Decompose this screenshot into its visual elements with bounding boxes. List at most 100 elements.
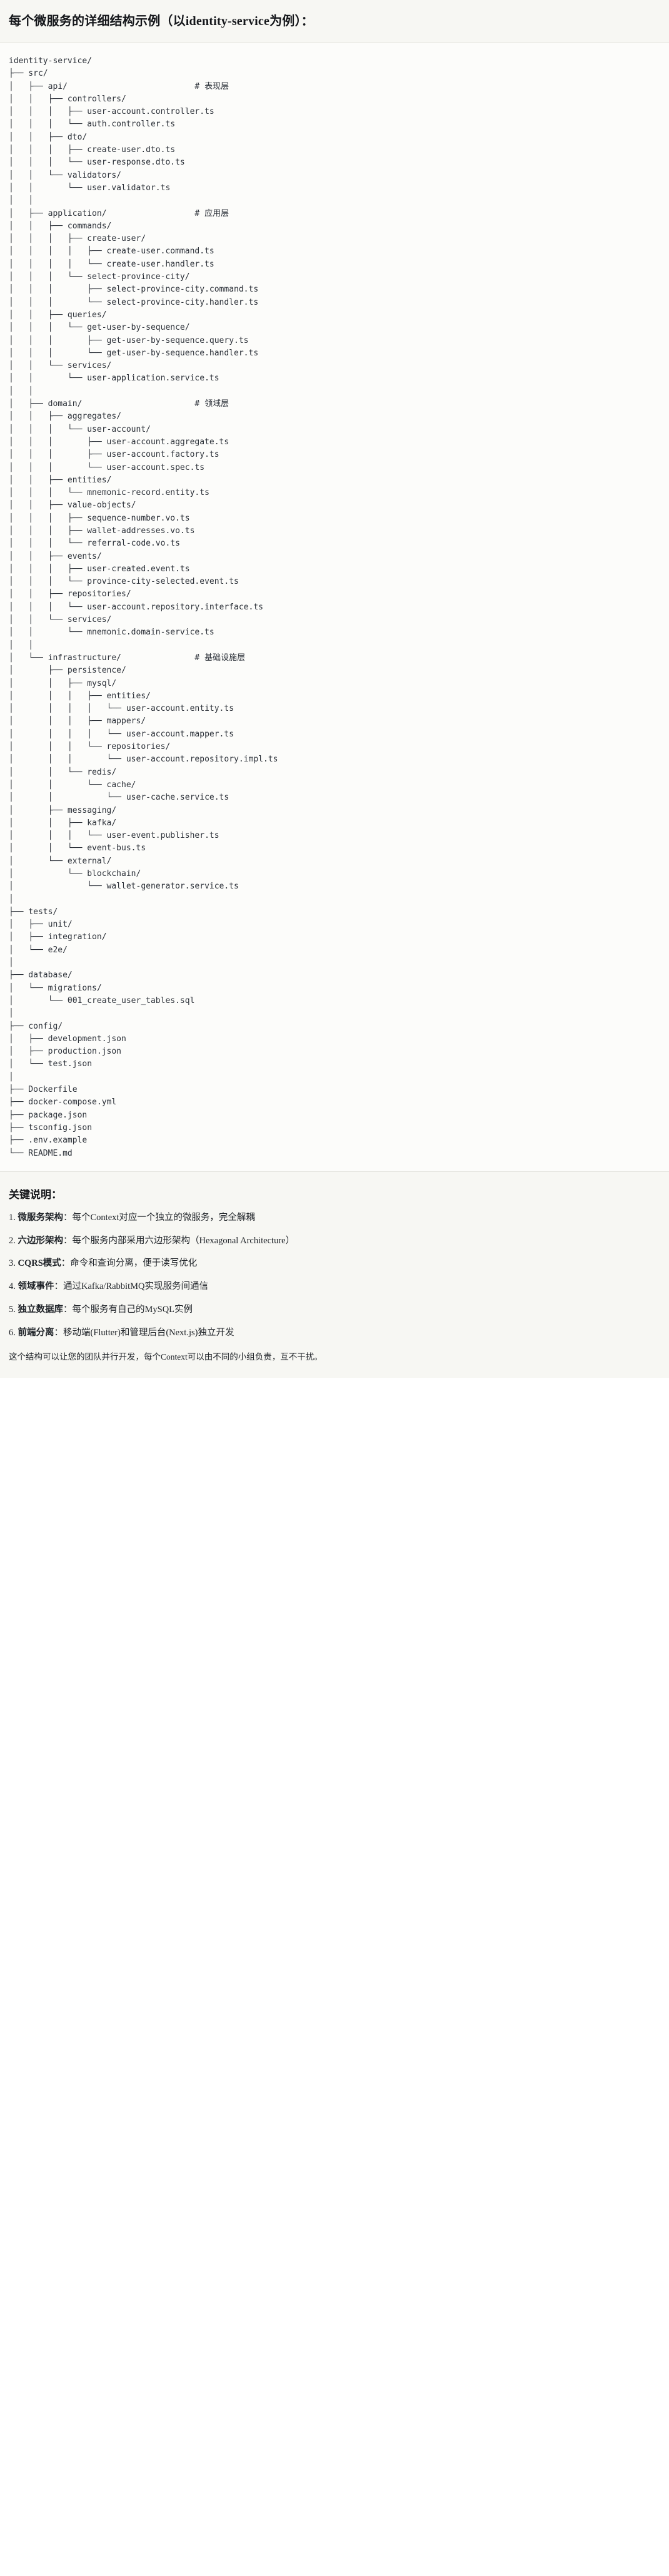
tree-line: │ ├── domain/ # 领域层 — [9, 399, 229, 409]
directory-tree: identity-service/ ├── src/ │ ├── api/ # 表现… — [0, 55, 669, 1160]
tree-line: │ │ ├── value-objects/ — [9, 501, 136, 511]
tree-line: │ │ ├── dto/ — [9, 132, 88, 142]
tree-line: │ │ │ ├── entities/ — [9, 691, 151, 701]
tree-line: │ └── 001_create_user_tables.sql — [9, 995, 195, 1005]
tree-line: │ └── external/ — [9, 856, 112, 866]
key-note-item: 3. CQRS模式：命令和查询分离，便于读写优化 — [9, 1257, 660, 1271]
tree-line: │ │ ├── commands/ — [9, 221, 112, 231]
tree-line: │ │ ├── entities/ — [9, 475, 112, 485]
directory-tree-block: identity-service/ ├── src/ │ ├── api/ # 表现… — [0, 43, 669, 1171]
tree-line: │ │ ├── kafka/ — [9, 818, 117, 828]
tree-line: │ └── infrastructure/ # 基础设施层 — [9, 653, 246, 663]
key-note-label: 六边形架构 — [18, 1235, 64, 1246]
key-note-item: 2. 六边形架构：每个服务内部采用六边形架构（Hexagonal Archite… — [9, 1235, 660, 1248]
tree-line: │ │ — [9, 640, 34, 650]
tree-line: │ │ │ └── get-user-by-sequence.handler.t… — [9, 348, 259, 358]
key-note-number: 4. — [9, 1281, 18, 1292]
tree-line: │ │ └── user.validator.ts — [9, 183, 171, 193]
title-band: 每个微服务的详细结构示例（以identity-service为例）： — [0, 0, 669, 43]
page-root: 每个微服务的详细结构示例（以identity-service为例）： ident… — [0, 0, 669, 1378]
tree-line: │ │ ├── queries/ — [9, 310, 107, 320]
tree-line: │ │ ├── repositories/ — [9, 589, 131, 599]
page-title: 每个微服务的详细结构示例（以identity-service为例）： — [9, 14, 314, 28]
key-note-separator: ： — [61, 1258, 71, 1269]
tree-line: identity-service/ — [9, 56, 93, 66]
tree-line: │ │ ├── events/ — [9, 551, 102, 561]
key-note-label: 微服务架构 — [18, 1212, 64, 1223]
tree-line: │ │ │ │ └── create-user.handler.ts — [9, 259, 214, 269]
tree-line: │ │ │ └── repositories/ — [9, 742, 171, 752]
tree-line: │ │ │ └── mnemonic-record.entity.ts — [9, 488, 209, 498]
tree-line: ├── config/ — [9, 1021, 63, 1031]
tree-line: │ │ ├── aggregates/ — [9, 412, 122, 422]
tree-line: │ │ └── services/ — [9, 615, 112, 625]
tree-line: │ │ │ └── user-account.spec.ts — [9, 462, 205, 472]
key-note-item: 6. 前端分离：移动端(Flutter)和管理后台(Next.js)独立开发 — [9, 1326, 660, 1340]
tree-layer-comment: # 基础设施层 — [194, 653, 246, 663]
tree-line: │ — [9, 894, 14, 904]
tree-line: │ │ │ └── select-province-city/ — [9, 272, 190, 282]
tree-line: │ └── wallet-generator.service.ts — [9, 882, 239, 892]
tree-line: │ │ │ └── referral-code.vo.ts — [9, 539, 180, 549]
tree-line: │ ├── unit/ — [9, 920, 73, 930]
tree-line: │ │ │ └── user-response.dto.ts — [9, 158, 185, 168]
tree-line: │ ├── application/ # 应用层 — [9, 208, 229, 218]
tree-line: │ └── e2e/ — [9, 945, 68, 955]
key-note-separator: ： — [54, 1327, 64, 1338]
tree-line: │ │ └── validators/ — [9, 170, 122, 180]
tree-line: │ — [9, 1072, 14, 1082]
key-note-item: 1. 微服务架构：每个Context对应一个独立的微服务，完全解耦 — [9, 1211, 660, 1225]
tree-line: │ │ │ └── user-account.repository.interf… — [9, 602, 263, 612]
tree-line: │ │ │ │ └── user-account.entity.ts — [9, 704, 234, 714]
key-note-label: 独立数据库 — [18, 1304, 64, 1315]
tree-line: │ ├── integration/ — [9, 932, 107, 942]
tree-line: │ │ ├── controllers/ — [9, 94, 126, 104]
tree-line: ├── docker-compose.yml — [9, 1097, 117, 1107]
key-note-number: 1. — [9, 1212, 18, 1223]
key-note-number: 6. — [9, 1327, 18, 1338]
key-note-text: 命令和查询分离，便于读写优化 — [70, 1258, 198, 1269]
tree-line: │ │ │ │ ├── create-user.command.ts — [9, 247, 214, 257]
tree-line: │ │ └── mnemonic.domain-service.ts — [9, 628, 214, 638]
tree-line: │ │ │ └── user-account.repository.impl.t… — [9, 755, 278, 765]
key-notes-title: 关键说明： — [9, 1188, 62, 1201]
tree-layer-comment: # 表现层 — [194, 81, 229, 91]
tree-line: │ — [9, 1009, 14, 1019]
key-note-text: 每个Context对应一个独立的微服务，完全解耦 — [72, 1212, 255, 1223]
key-note-label: 前端分离 — [18, 1327, 54, 1338]
key-note-item: 4. 领域事件：通过Kafka/RabbitMQ实现服务间通信 — [9, 1280, 660, 1294]
tree-line: │ │ │ ├── user-account.aggregate.ts — [9, 437, 229, 447]
key-note-separator: ： — [63, 1304, 73, 1315]
tree-line: │ │ — [9, 196, 34, 206]
tree-line: │ ├── api/ # 表现层 — [9, 81, 229, 91]
tree-line: │ └── test.json — [9, 1059, 93, 1069]
tree-line: ├── src/ — [9, 69, 48, 79]
key-note-separator: ： — [63, 1235, 73, 1246]
tree-line: │ │ ├── mysql/ — [9, 678, 117, 688]
tree-line: │ │ └── user-application.service.ts — [9, 374, 219, 384]
tree-line: │ │ │ ├── create-user/ — [9, 234, 146, 244]
key-note-text: 通过Kafka/RabbitMQ实现服务间通信 — [63, 1281, 208, 1292]
tree-line: │ │ │ ├── user-account.controller.ts — [9, 107, 214, 117]
tree-line: ├── .env.example — [9, 1136, 88, 1146]
tree-line: │ │ │ └── get-user-by-sequence/ — [9, 323, 190, 333]
tree-line: ├── tsconfig.json — [9, 1123, 93, 1133]
tree-layer-comment: # 应用层 — [194, 208, 229, 218]
tree-line: │ │ │ ├── get-user-by-sequence.query.ts — [9, 335, 249, 345]
tree-line: │ ├── production.json — [9, 1047, 122, 1057]
key-note-label: 领域事件 — [18, 1281, 54, 1292]
tree-line: ├── Dockerfile — [9, 1085, 78, 1095]
tree-layer-comment: # 领域层 — [194, 399, 229, 409]
key-note-label: CQRS模式 — [18, 1258, 61, 1269]
tree-line: │ ├── messaging/ — [9, 805, 117, 815]
key-note-number: 5. — [9, 1304, 18, 1315]
tree-line: │ │ │ ├── user-created.event.ts — [9, 564, 190, 574]
tree-line: │ └── blockchain/ — [9, 869, 141, 878]
tree-line: │ │ │ │ └── user-account.mapper.ts — [9, 729, 234, 739]
tree-line: ├── tests/ — [9, 907, 58, 917]
tree-line: │ │ │ └── select-province-city.handler.t… — [9, 297, 259, 307]
tree-line: │ │ │ └── user-account/ — [9, 424, 151, 434]
tree-line: │ ├── development.json — [9, 1034, 126, 1044]
